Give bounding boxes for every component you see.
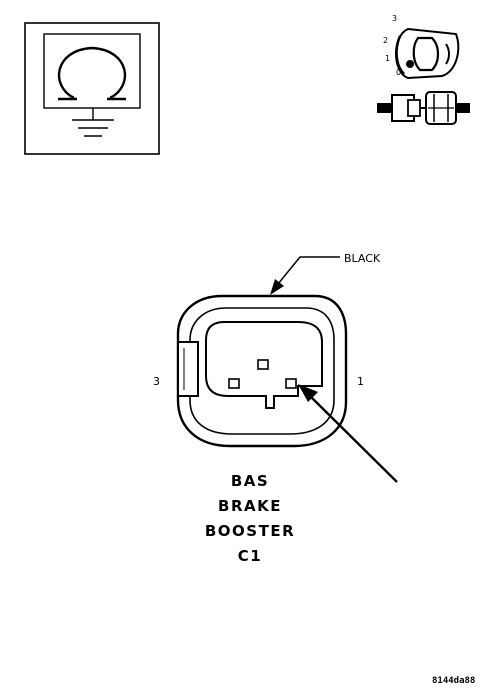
ignition-position-0: 0: [396, 68, 401, 77]
connector-color-label: BLACK: [344, 252, 381, 265]
pin-label-3: 3: [153, 375, 160, 388]
connector-title: BAS BRAKE BOOSTER C1: [180, 469, 320, 569]
title-line-2: BRAKE: [218, 497, 282, 515]
figure-code: 8144da88: [432, 676, 475, 686]
ignition-position-1: 1: [385, 54, 390, 63]
ignition-position-3: 3: [392, 14, 397, 23]
connector-body: [176, 294, 348, 448]
terminal-cavity-1: [285, 378, 297, 389]
ignition-key-icon: [395, 27, 460, 80]
terminal-cavity-3: [228, 378, 240, 389]
title-line-3: BOOSTER: [204, 522, 296, 540]
terminal-cavity-top: [257, 359, 269, 370]
title-line-4: C1: [237, 547, 263, 565]
title-line-1: BAS: [230, 472, 270, 490]
color-leader-line: [270, 256, 340, 295]
test-probe-icon: [377, 91, 470, 125]
ohmmeter-icon: [24, 22, 160, 155]
ignition-position-2: 2: [383, 36, 388, 45]
pin-label-1: 1: [357, 375, 364, 388]
terminal-pointer-arrow: [298, 384, 398, 483]
